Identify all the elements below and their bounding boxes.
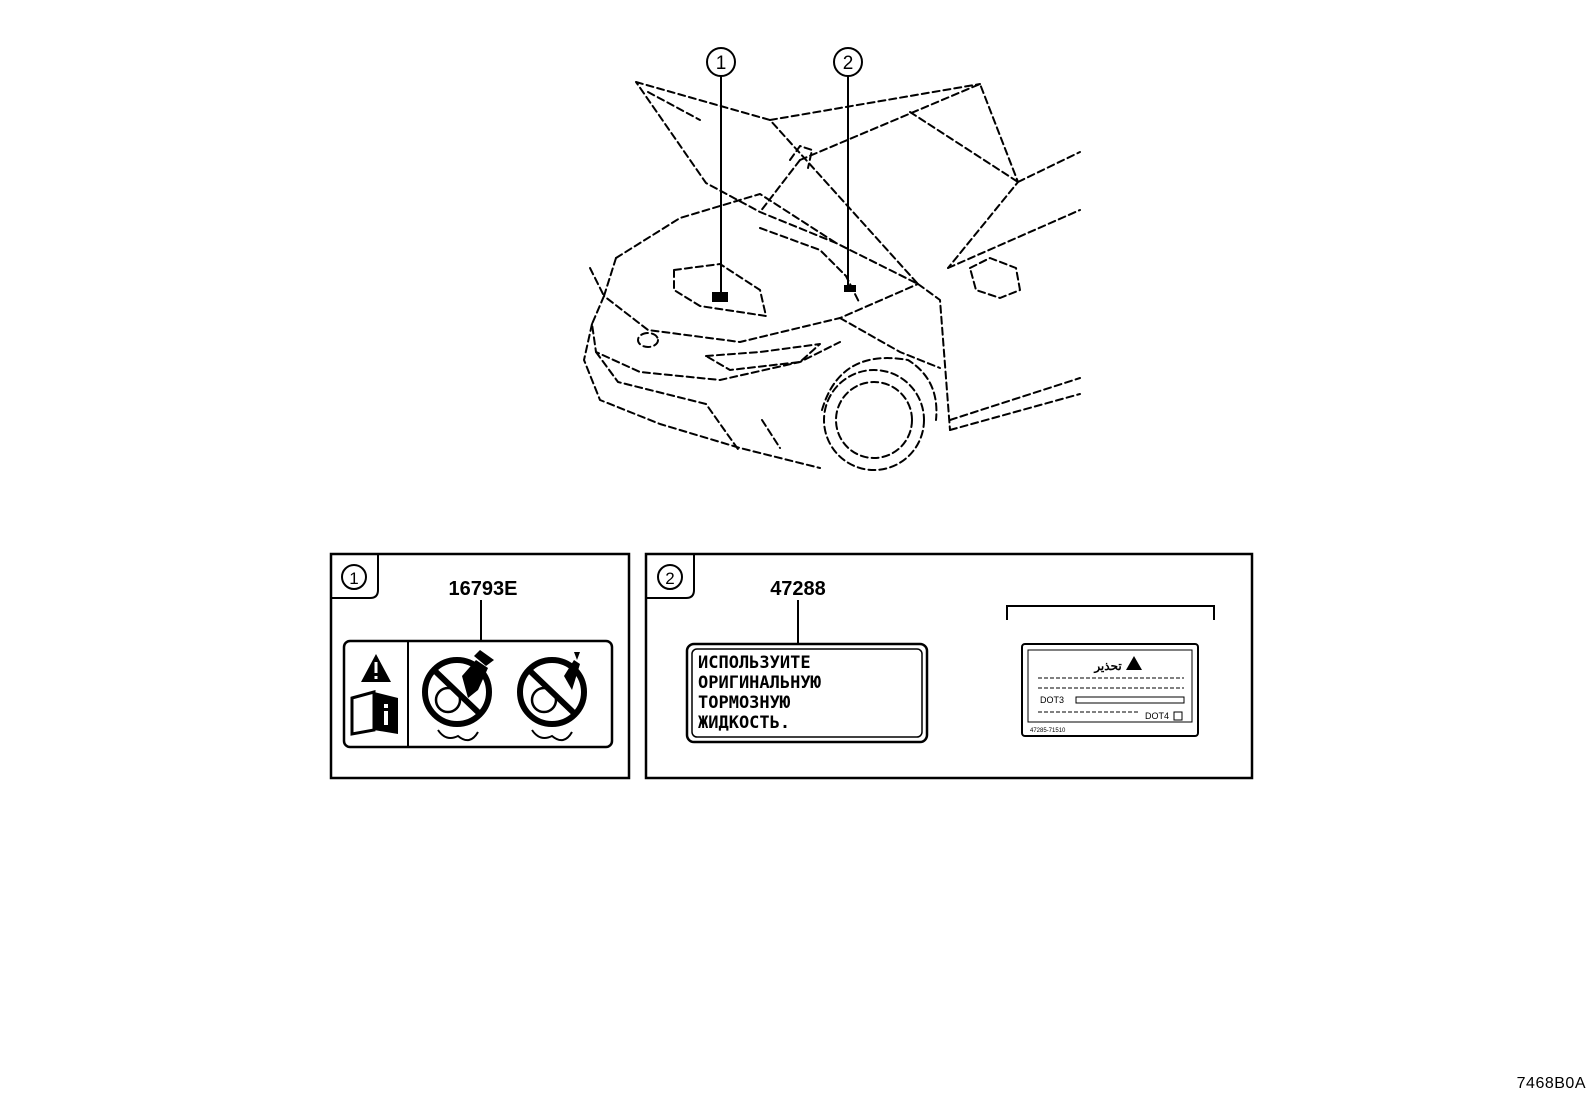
sticker-left-code: DOT3 [1040,695,1064,705]
panel-1-part-number: 16793E [449,578,518,600]
callout-1-number: 1 [716,53,727,74]
panel-1-label [342,639,614,749]
panel-2-number: 2 [665,569,674,588]
label-location-1 [712,292,728,302]
sticker-part-code: 47285-71510 [1030,728,1066,734]
sticker-right-code: DOT4 [1145,711,1169,721]
warning-triangle-icon [361,654,391,682]
callout-2: 2 [833,47,863,77]
label-location-2 [844,285,856,292]
brake-fluid-label [685,642,929,744]
alternate-label-bracket [1006,605,1215,620]
sticker-warning-icon [1126,656,1142,670]
manual-info-icon [350,690,398,736]
callout-2-number: 2 [843,53,854,74]
brake-fluid-line-4: ЖИДКОСТЬ. [698,713,790,733]
brake-fluid-line-3: ТОРМОЗНУЮ [698,693,791,713]
panel-1: 1 16793E [329,552,631,780]
panel-2-part-number: 47288 [770,578,826,600]
no-hand-touch-fan-icon [422,650,494,742]
no-tool-fan-icon [517,652,587,742]
warning-sticker: تحذير DOT3 DOT4 47285-71510 [1021,643,1199,737]
callout-1: 1 [706,47,736,77]
sticker-heading: تحذير [1093,659,1122,674]
car-illustration [583,81,1081,471]
brake-fluid-line-2: ОРИГИНАЛЬНУЮ [698,673,822,693]
sheet-id: 7468B0A [1516,1075,1586,1092]
brake-fluid-line-1: ИСПОЛЬЗУИТЕ [698,653,811,673]
panel-2: 2 47288 ИСПОЛЬЗУИТЕ ОРИГИНАЛЬНУЮ ТОРМОЗН… [644,552,1254,780]
panel-1-number: 1 [349,569,358,588]
